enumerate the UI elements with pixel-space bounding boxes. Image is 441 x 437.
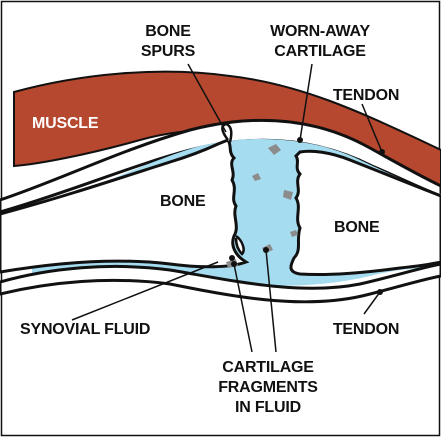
- leader-fragments-left-dot: [231, 261, 237, 267]
- leader-tendon-top-dot: [379, 149, 385, 155]
- label-muscle: MUSCLE: [32, 115, 99, 132]
- label-fragments-line3: IN FLUID: [235, 399, 301, 416]
- label-bone-spurs-line2: SPURS: [141, 43, 196, 60]
- label-fragments-line1: CARTILAGE: [222, 359, 314, 376]
- label-bone-right: BONE: [334, 219, 380, 236]
- leader-synovial-fluid-dot: [229, 255, 235, 261]
- label-fragments-line2: FRAGMENTS: [218, 379, 318, 396]
- label-worn-away-line2: CARTILAGE: [274, 43, 366, 60]
- label-bone-spurs-line1: BONE: [145, 23, 191, 40]
- leader-fragments-right-dot: [263, 247, 269, 253]
- leader-worn-away-dot: [297, 137, 303, 143]
- label-bone-left: BONE: [160, 193, 206, 210]
- label-worn-away-line1: WORN-AWAY: [270, 23, 370, 40]
- label-tendon-top: TENDON: [333, 87, 399, 104]
- label-tendon-bottom: TENDON: [333, 321, 399, 338]
- label-synovial-fluid: SYNOVIAL FLUID: [20, 321, 150, 338]
- leader-tendon-bottom-dot: [377, 289, 383, 295]
